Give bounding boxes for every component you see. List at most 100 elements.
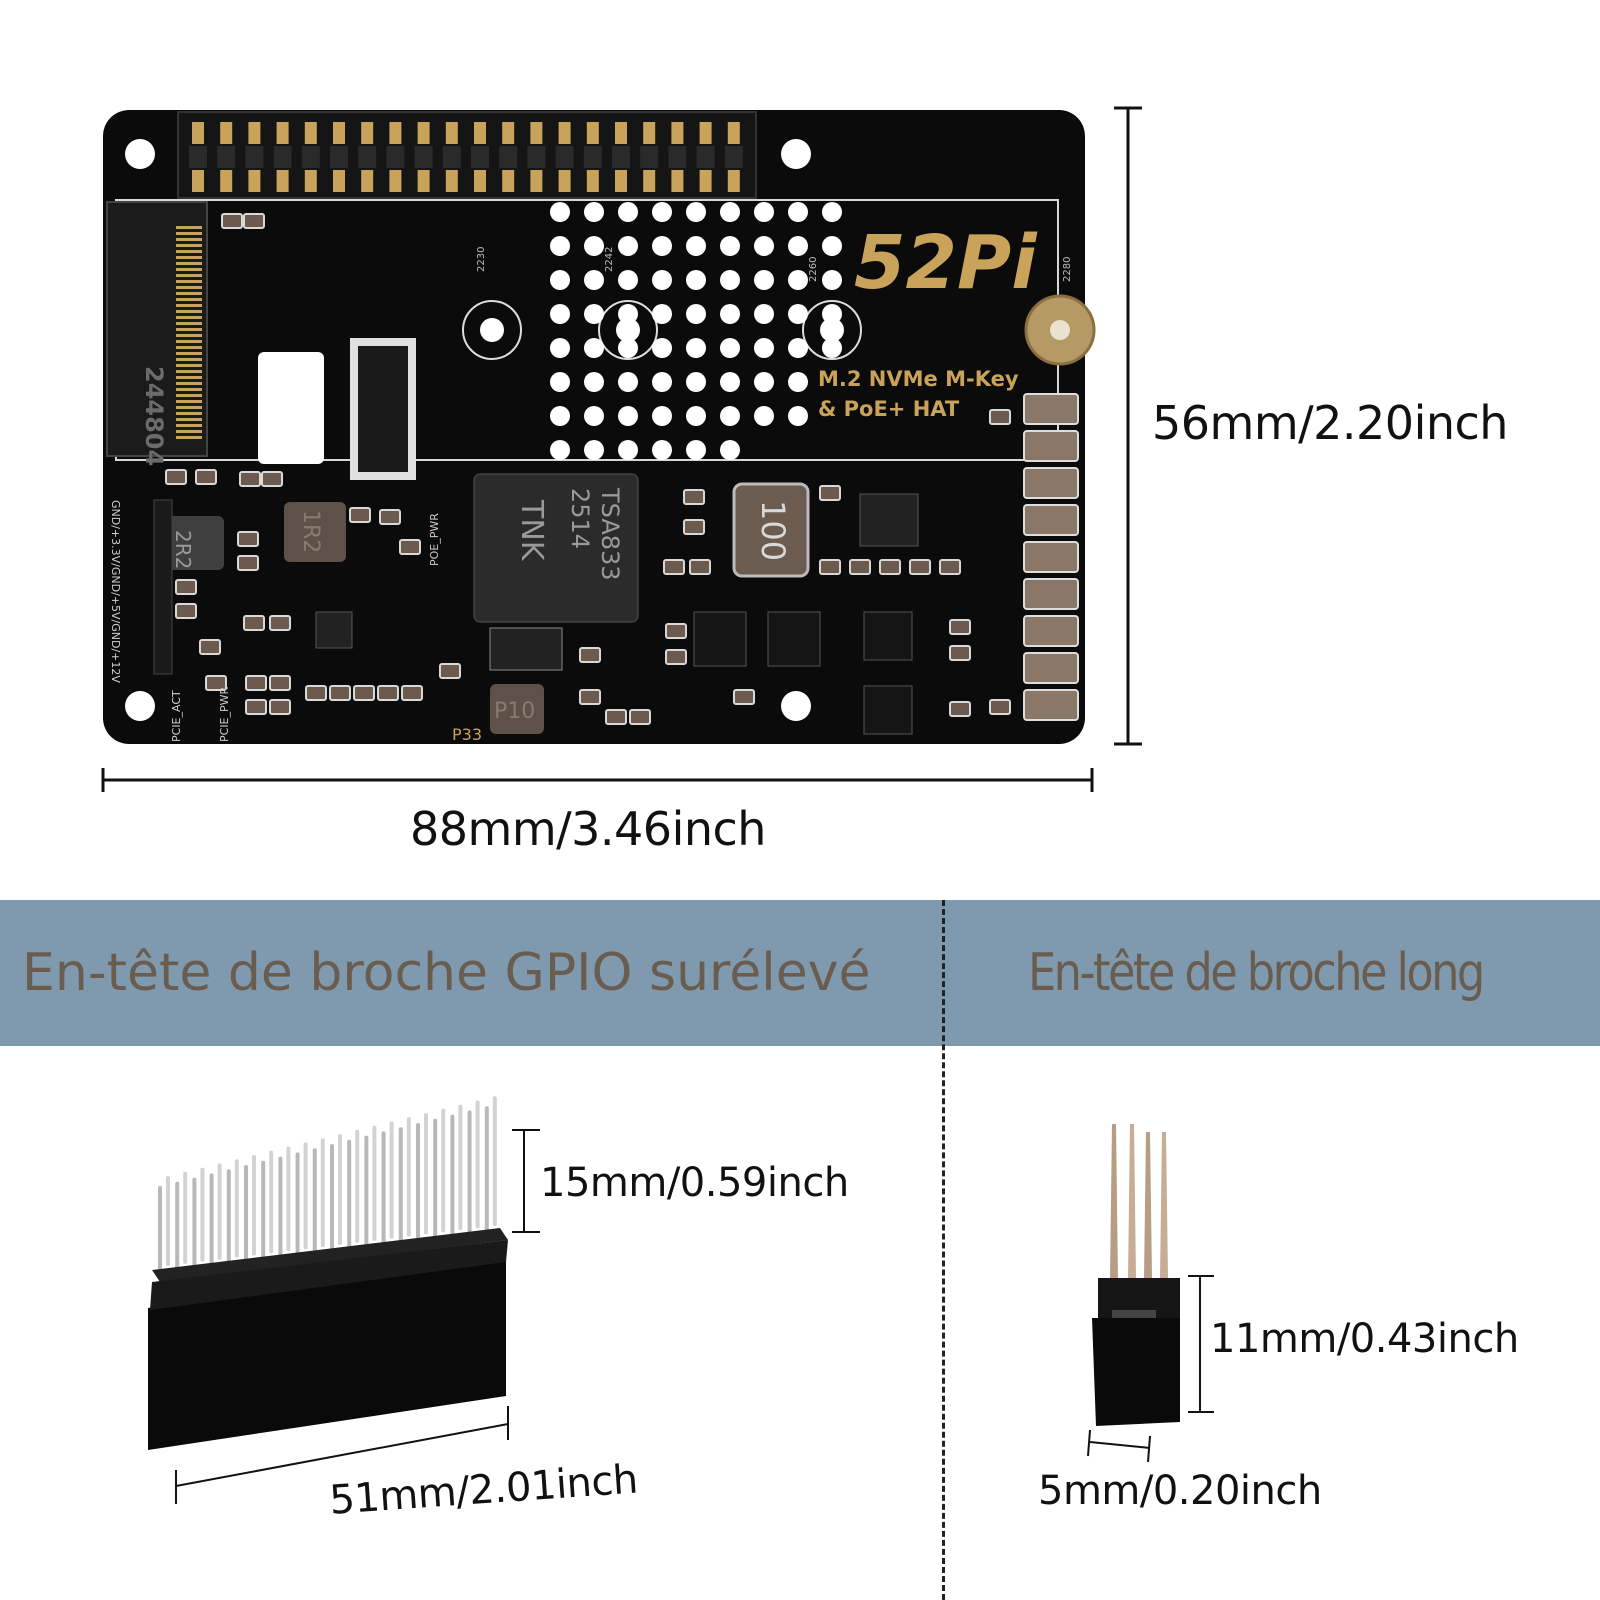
gpio-pin-height-label: 15mm/0.59inch — [540, 1160, 849, 1206]
smd-component — [665, 649, 687, 665]
smd-component — [165, 469, 187, 485]
smd-component — [579, 647, 601, 663]
smd-component — [269, 699, 291, 715]
gpio-socket — [640, 146, 659, 168]
via-dot — [686, 406, 706, 426]
gpio-socket — [217, 146, 236, 168]
via-dot — [618, 372, 638, 392]
smd-component — [269, 675, 291, 691]
gpio-socket — [330, 146, 348, 168]
m2-pin — [176, 376, 202, 379]
section-divider — [942, 900, 945, 1600]
via-dot — [618, 202, 638, 222]
m2-pin — [176, 316, 202, 319]
smd-component — [819, 559, 841, 575]
gpio-pin — [558, 122, 571, 144]
hat-board-illustration: 244804 2230 2242 2260 2280 52Pi M.2 NVMe… — [101, 106, 1142, 792]
smd-component — [237, 531, 259, 547]
long-pins — [1110, 1124, 1168, 1278]
gpio-pin — [192, 122, 204, 144]
via-dot — [550, 270, 570, 290]
via-dot — [788, 270, 808, 290]
smd-component — [605, 709, 627, 725]
mount-hole — [781, 139, 811, 169]
gpio-pin — [615, 122, 627, 144]
m2-pin — [176, 406, 202, 409]
via-dot — [584, 338, 604, 358]
gpio-socket — [555, 146, 574, 168]
gpio-socket — [414, 146, 433, 168]
smd-component — [949, 701, 971, 717]
gpio-socket — [696, 146, 715, 168]
inductor-label: 1R2 — [298, 510, 323, 553]
m2-pin — [176, 430, 202, 433]
mount-hole — [125, 691, 155, 721]
m2-pin — [176, 388, 202, 391]
via-dot — [822, 270, 842, 290]
gpio-socket — [527, 146, 546, 168]
smd-component — [243, 213, 265, 229]
product-line-1: M.2 NVMe M-Key — [818, 367, 1019, 391]
m2-pin — [176, 232, 202, 235]
m2-pin — [176, 268, 202, 271]
via-dot — [652, 372, 672, 392]
ssd-size-2260: 2260 — [808, 257, 819, 282]
test-point-label: P33 — [452, 725, 482, 744]
ic-chip — [767, 611, 821, 667]
board-height-label: 56mm/2.20inch — [1152, 396, 1508, 450]
smd-component — [205, 675, 227, 691]
m2-pin — [176, 274, 202, 277]
via-dot — [788, 406, 808, 426]
via-dot — [686, 202, 706, 222]
led-label-poe: POE_PWR — [428, 513, 441, 566]
gpio-pin — [276, 122, 289, 144]
gpio-socket — [301, 146, 320, 168]
smd-component — [733, 689, 755, 705]
smd-component — [237, 555, 259, 571]
via-dot — [822, 236, 842, 256]
m2-pin — [176, 334, 202, 337]
m2-pin — [176, 400, 202, 403]
chip-marking-3: TSA833 — [596, 487, 624, 581]
gpio-pin — [361, 122, 374, 144]
smd-component — [269, 615, 291, 631]
width-dimension-line — [101, 768, 1094, 792]
pin-height-dimension-line — [512, 1129, 540, 1233]
ssd-size-2230: 2230 — [476, 247, 487, 272]
via-dot — [618, 406, 638, 426]
gpio-pin — [304, 170, 317, 192]
connector-pad — [1023, 467, 1079, 499]
ic-chip — [489, 627, 563, 671]
gpio-socket — [189, 146, 207, 168]
via-dot — [652, 236, 672, 256]
inductor-label: 100 — [754, 500, 792, 561]
smd-component — [353, 685, 375, 701]
gpio-pin — [530, 122, 543, 144]
long-pin-height-dimension-line — [1188, 1275, 1214, 1413]
via-dot — [550, 202, 570, 222]
smd-component — [305, 685, 327, 701]
smd-component — [199, 639, 221, 655]
smd-component — [579, 689, 601, 705]
smd-component — [629, 709, 651, 725]
m2-pin — [176, 256, 202, 259]
gpio-pin — [445, 170, 458, 192]
via-dot — [720, 202, 740, 222]
connector-pad — [1023, 430, 1079, 462]
m2-pin — [176, 298, 202, 301]
via-dot — [550, 406, 570, 426]
gpio-pin — [417, 122, 430, 144]
long-header-body — [1092, 1318, 1180, 1426]
m2-pin — [176, 364, 202, 367]
gpio-pin — [699, 122, 712, 144]
smd-component — [989, 699, 1011, 715]
gpio-pin — [389, 170, 402, 192]
m2-pin — [176, 304, 202, 307]
header-body — [148, 1248, 506, 1450]
gpio-pin — [586, 122, 599, 144]
m2-pin — [176, 436, 202, 439]
via-dot — [584, 406, 604, 426]
m2-pin — [176, 394, 202, 397]
smd-component — [819, 485, 841, 501]
m2-pin — [176, 328, 202, 331]
